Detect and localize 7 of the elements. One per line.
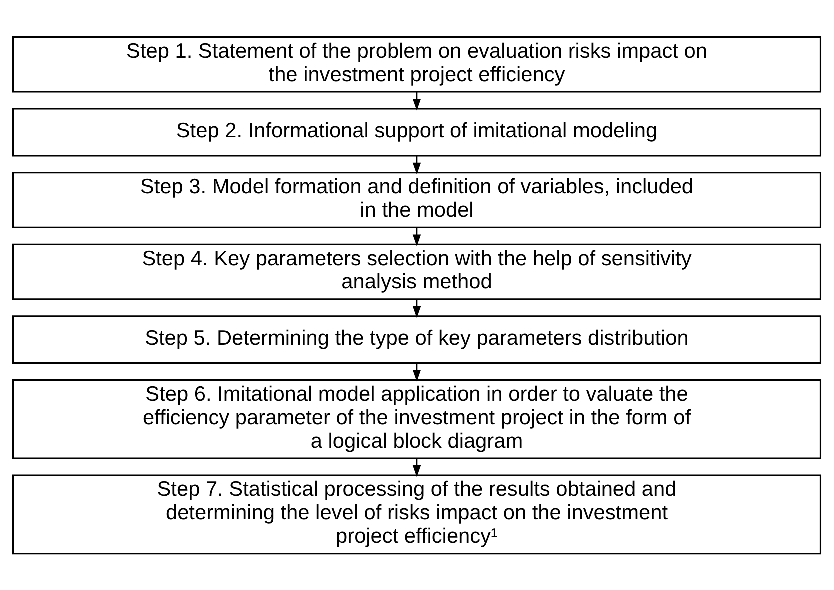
node-box: Step 5. Determining the type of key parameters distribution (12, 315, 822, 364)
node-box: Step 6. Imitational model application in order to valuate the efficiency parameter of the investment project in the form of a logical block diagram (12, 379, 822, 459)
node-box: Step 3. Model formation and definition of variables, included in the model (12, 172, 822, 228)
node-box: Step 1. Statement of the problem on evaluation risks impact on the investment project efficiency (12, 36, 822, 92)
node-box: Step 2. Informational support of imitational modeling (12, 108, 822, 156)
node-box: Step 4. Key parameters selection with the help of sensitivity analysis method (12, 243, 822, 300)
node-box: Step 7. Statistical processing of the results obtained and determining the level of risks impact on the investment project efficiency¹ (12, 474, 822, 554)
